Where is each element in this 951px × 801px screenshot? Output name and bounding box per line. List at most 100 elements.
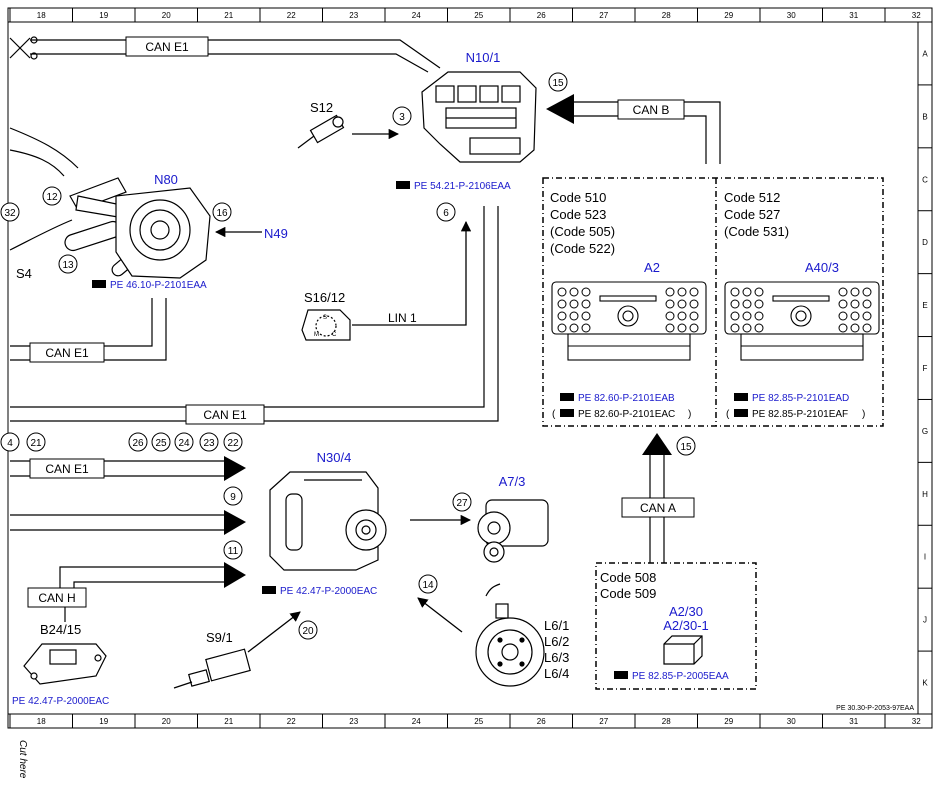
head-unit-button (689, 299, 699, 309)
callout-25: 25 (151, 432, 171, 452)
ruler-col-label: 32 (912, 11, 921, 20)
ref-a2-2[interactable]: ( PE 82.60-P-2101EAC ) (552, 409, 691, 420)
ref-n10-1[interactable]: PE 54.21-P-2106EAA (396, 181, 511, 192)
ref-a40-2[interactable]: ( PE 82.85-P-2101EAF ) (726, 409, 865, 420)
ruler-col-label: 28 (662, 717, 671, 726)
code-a2-3: (Code 505) (550, 224, 615, 239)
hand-pointer-icon (262, 586, 276, 594)
ref-a2-30-text[interactable]: PE 82.85-P-2005EAA (632, 671, 729, 682)
ruler-row-label: H (922, 490, 928, 499)
ruler-col-label: 21 (224, 717, 233, 726)
ref-a2-2-text[interactable]: PE 82.60-P-2101EAC (578, 409, 675, 420)
svg-text:27: 27 (456, 498, 468, 509)
callout-32: 32 (0, 202, 20, 222)
ruler-col-label: 28 (662, 11, 671, 20)
head-unit-button (730, 311, 740, 321)
head-unit-button (730, 287, 740, 297)
ruler-col-label: 32 (912, 717, 921, 726)
can-e1-top-label: CAN E1 (145, 40, 189, 54)
head-unit-button (754, 311, 764, 321)
callout-22: 22 (223, 432, 243, 452)
label-a2-30-1: A2/30-1 (663, 618, 709, 633)
can-e1-n30-arrowhead (224, 456, 246, 481)
callout-20: 20 (298, 620, 318, 640)
label-b24-15: B24/15 (40, 622, 81, 637)
label-s4: S4 (16, 266, 32, 281)
head-unit-button (557, 311, 567, 321)
ref-a2-1-text[interactable]: PE 82.60-P-2101EAB (578, 393, 675, 404)
head-unit-button (838, 287, 848, 297)
hand-pointer-icon (734, 393, 748, 401)
a7-3-pump (477, 499, 549, 563)
ref-n80-text[interactable]: PE 46.10-P-2101EAA (110, 280, 207, 291)
ref-n10-1-text[interactable]: PE 54.21-P-2106EAA (414, 181, 511, 192)
svg-text:22: 22 (227, 438, 239, 449)
hand-pointer-icon (560, 409, 574, 417)
head-unit-button (850, 287, 860, 297)
ruler-col-label: 29 (724, 11, 733, 20)
label-n80: N80 (154, 172, 178, 187)
ref-n80[interactable]: PE 46.10-P-2101EAA (92, 280, 207, 291)
ruler-col-label: 22 (287, 717, 296, 726)
callout-9: 9 (223, 486, 243, 506)
ref-a2-1[interactable]: PE 82.60-P-2101EAB (560, 393, 675, 404)
s9-1-switch (173, 648, 251, 689)
svg-text:15: 15 (552, 78, 564, 89)
head-unit-button (862, 323, 872, 333)
head-unit-button (569, 287, 579, 297)
s9-1-arrow (247, 611, 301, 653)
callout-24: 24 (174, 432, 194, 452)
ref-b24-15[interactable]: PE 42.47-P-2000EAC (12, 696, 109, 707)
ruler-col-label: 30 (787, 11, 796, 20)
l6-wheel-sensor (475, 583, 545, 687)
head-unit-button (742, 299, 752, 309)
head-unit-button (754, 299, 764, 309)
code-a40-2: Code 527 (724, 207, 780, 222)
ref-a2-30[interactable]: PE 82.85-P-2005EAA (614, 671, 729, 682)
paren-close: ) (862, 409, 865, 420)
head-unit-button (677, 311, 687, 321)
label-l6-3: L6/3 (544, 650, 569, 665)
head-unit-button (569, 299, 579, 309)
svg-text:S: S (323, 315, 327, 321)
hand-pointer-icon (396, 181, 410, 189)
line-9-arrowhead (224, 510, 246, 535)
can-e1-left-label: CAN E1 (45, 346, 89, 360)
ref-n30-4[interactable]: PE 42.47-P-2000EAC (262, 586, 377, 597)
can-e1-long-bus (10, 206, 499, 422)
callout-14: 14 (418, 574, 438, 594)
callout-16: 16 (212, 202, 232, 222)
can-e1-top-label-box (125, 36, 209, 57)
head-unit-button (850, 323, 860, 333)
head-unit-group-box (542, 177, 884, 427)
ruler-col-label: 31 (849, 11, 858, 20)
svg-text:13: 13 (62, 260, 74, 271)
ruler-row-label: D (922, 238, 928, 247)
head-unit-button (569, 323, 579, 333)
hand-pointer-icon (560, 393, 574, 401)
head-unit-button (677, 287, 687, 297)
can-e1-left-label-box (29, 342, 105, 363)
head-unit-button (581, 299, 591, 309)
ref-a40-2-text[interactable]: PE 82.85-P-2101EAF (752, 409, 848, 420)
svg-text:14: 14 (422, 580, 434, 591)
can-b-label: CAN B (633, 103, 670, 117)
head-unit-button (742, 287, 752, 297)
ref-n30-4-text[interactable]: PE 42.47-P-2000EAC (280, 586, 377, 597)
paren-open: ( (552, 409, 556, 420)
ref-a40-1[interactable]: PE 82.85-P-2101EAD (734, 393, 849, 404)
ref-b24-15-text[interactable]: PE 42.47-P-2000EAC (12, 696, 109, 707)
ruler-col-label: 29 (724, 717, 733, 726)
label-n30-4: N30/4 (317, 450, 352, 465)
s12-switch (297, 114, 345, 149)
head-unit-button (742, 323, 752, 333)
lin-1-line (352, 220, 472, 326)
callout-12: 12 (42, 186, 62, 206)
hand-pointer-icon (614, 671, 628, 679)
ref-a40-1-text[interactable]: PE 82.85-P-2101EAD (752, 393, 849, 404)
svg-text:4: 4 (7, 438, 13, 449)
svg-text:6: 6 (443, 208, 449, 219)
